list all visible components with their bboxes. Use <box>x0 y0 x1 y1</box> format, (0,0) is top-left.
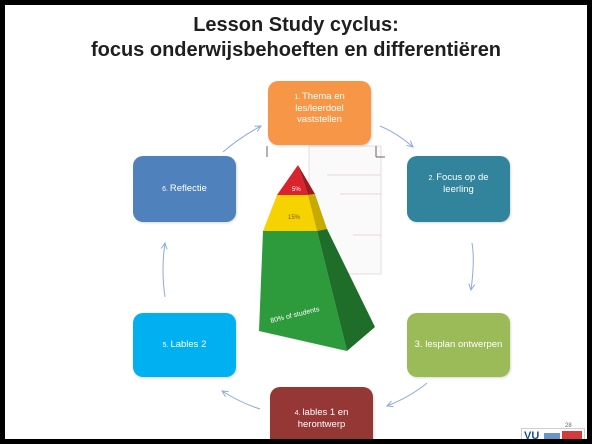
logo-mark-red <box>562 431 582 439</box>
pyramid-top-front <box>277 165 308 195</box>
step-box-2[interactable]: 2. Focus op de leerling <box>407 156 510 222</box>
step-6-text: 6. Reflectie <box>162 183 207 194</box>
logo-text: VU <box>524 430 540 442</box>
step-2-text: 2. Focus op de leerling <box>428 172 489 195</box>
title-line-1: Lesson Study cyclus: <box>193 14 399 36</box>
slide-title: Lesson Study cyclus: focus onderwijsbeho… <box>5 13 587 63</box>
page-number: 28 <box>565 423 572 429</box>
pyramid-middle-front <box>263 195 317 231</box>
pyramid-middle-side <box>308 194 327 231</box>
pyramid-top-side <box>298 165 315 195</box>
step-box-5[interactable]: 5. Lables 2 <box>133 313 236 377</box>
curved-arrow-icon <box>387 382 428 406</box>
step-box-6[interactable]: 6. Reflectie <box>133 156 236 222</box>
pyramid-top-label: 5% <box>292 187 301 193</box>
vu-logo: VU <box>521 428 585 442</box>
pyramid-graphic: 5% 15% 80% of students <box>259 145 385 351</box>
step-5-text: 5. Lables 2 <box>162 339 207 350</box>
pyramid-bottom-side <box>317 229 375 351</box>
title-line-2: focus onderwijsbehoeften en differentiër… <box>90 39 502 61</box>
curved-arrow-icon <box>471 242 473 290</box>
pyramid-middle-label: 15% <box>288 215 301 221</box>
pyramid-body <box>259 165 375 351</box>
curved-arrow-icon <box>222 391 261 410</box>
pyramid-bottom-front <box>259 231 347 351</box>
step-4-text: 4. lables 1 en herontwerp <box>294 406 349 430</box>
step-box-1[interactable]: 1. Thema en les/leerdoel vaststellen <box>268 81 371 145</box>
curved-arrow-icon <box>379 125 413 147</box>
step-box-3[interactable]: 3. lesplan ontwerpen <box>407 313 510 377</box>
curved-arrow-icon <box>222 126 261 153</box>
step-3-text: 3. lesplan ontwerpen <box>414 339 503 350</box>
step-box-4[interactable]: 4. lables 1 en herontwerp <box>270 387 373 439</box>
cycle-arrows <box>5 5 587 410</box>
step-1-text: 1. Thema en les/leerdoel vaststellen <box>294 91 345 125</box>
curved-arrow-icon <box>163 243 165 298</box>
logo-mark-blue <box>544 433 560 439</box>
